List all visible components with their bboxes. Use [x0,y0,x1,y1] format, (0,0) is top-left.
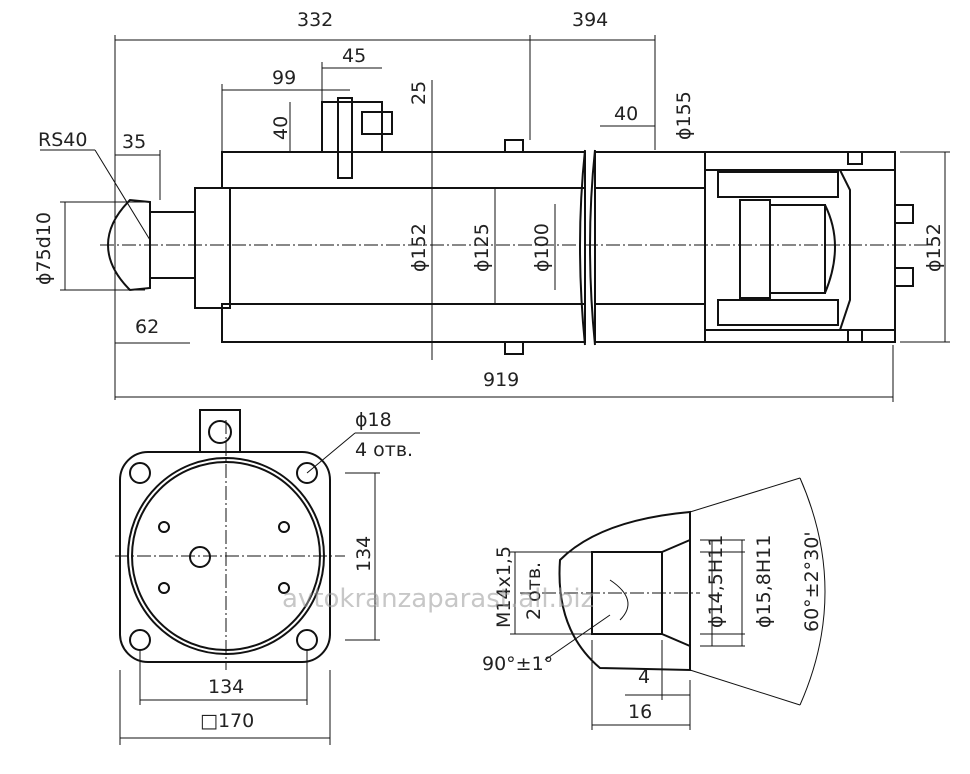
port-detail-body [558,510,691,672]
dim-square-170: □170 [200,710,254,732]
dim-16: 16 [628,701,652,723]
dim-phi100: ϕ100 [531,223,553,272]
flange-square [119,451,331,663]
watermark: avtokranzaparast.all.biz [282,584,594,614]
dim-phi152-outer: ϕ152 [923,223,945,272]
dim-phi14-5: ϕ14,5H11 [705,535,727,628]
dim-394: 394 [572,9,608,31]
dim-25: 25 [408,81,430,105]
dim-62: 62 [135,316,159,338]
port-detail-view [510,477,826,730]
dim-40-horizontal: 40 [614,103,638,125]
dim-m14: M14x1,5 [493,546,515,628]
dim-phi155: ϕ155 [673,91,695,140]
dim-phi18: ϕ18 [355,409,392,431]
top-dimensions [40,35,950,402]
dim-60-deg: 60°±2°30' [801,531,823,632]
port-tab [199,409,241,453]
dim-45: 45 [342,45,366,67]
outer-tube-top [221,151,586,189]
dim-rs40: RS40 [38,129,87,151]
dim-134-horizontal: 134 [208,676,244,698]
dim-phi125: ϕ125 [471,223,493,272]
dim-919: 919 [483,369,519,391]
outer-tube-bottom [221,303,586,343]
dim-134-vertical: 134 [353,536,375,572]
rear-cap [704,169,896,331]
dim-35: 35 [122,131,146,153]
dim-99: 99 [272,67,296,89]
dim-phi152-inner: ϕ152 [408,223,430,272]
dim-4-holes: 4 отв. [355,439,413,461]
side-section-view [100,97,935,355]
dim-phi75: ϕ75d10 [33,212,55,285]
dim-40-vertical: 40 [270,116,292,140]
dim-m14-holes: 2 отв. [523,562,545,620]
end-view [115,409,420,745]
dim-90-deg: 90°±1° [482,653,553,675]
front-gland [194,187,231,309]
dim-332: 332 [297,9,333,31]
dim-4: 4 [638,666,650,688]
dim-phi15-8: ϕ15,8H11 [753,535,775,628]
